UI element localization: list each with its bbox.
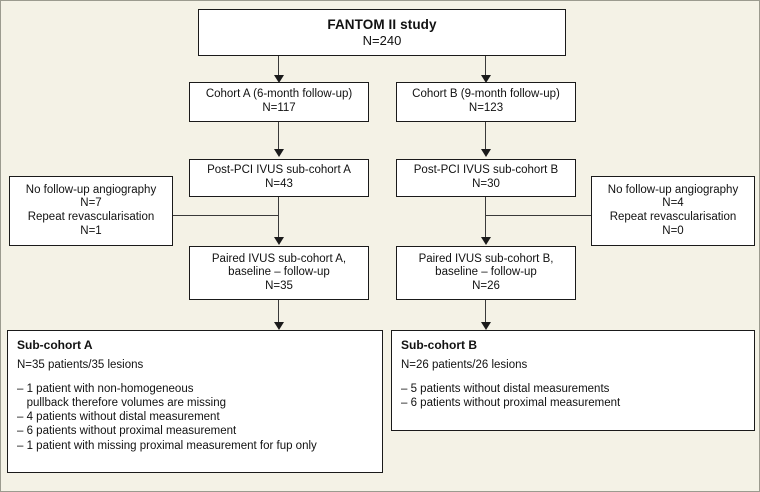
exclusions-a-line1: No follow-up angiography: [25, 183, 157, 196]
postpci-b-count: N=30: [472, 178, 500, 190]
root-count: N=240: [362, 32, 402, 48]
node-cohort-a: Cohort A (6-month follow-up) N=117: [189, 82, 369, 122]
node-summary-sub-cohort-b: Sub-cohort B N=26 patients/26 lesions – …: [391, 330, 755, 431]
connector-paired-a-to-summary-a: [278, 300, 279, 324]
summary-a-bullet: – 1 patient with non-homogeneous: [17, 382, 194, 395]
connector-exclusions-a-to-trunk: [173, 215, 279, 216]
summary-a-bullet: – 4 patients without distal measurement: [17, 411, 220, 424]
connector-postpci-b-to-paired-b: [485, 197, 486, 239]
summary-a-counts: N=35 patients/35 lesions: [17, 359, 144, 372]
node-paired-ivus-sub-cohort-a: Paired IVUS sub-cohort A, baseline – fol…: [189, 246, 369, 300]
root-title: FANTOM II study: [327, 16, 437, 32]
connector-cohort-a-to-postpci-a: [278, 122, 279, 150]
paired-b-line1: Paired IVUS sub-cohort B,: [418, 252, 554, 265]
arrow-postpci-b-to-paired-b: [481, 237, 491, 245]
connector-cohort-b-to-postpci-b: [485, 122, 486, 150]
arrow-root-to-cohort-a: [274, 75, 284, 83]
paired-a-line1: Paired IVUS sub-cohort A,: [211, 252, 347, 265]
connector-root-to-cohort-a: [278, 56, 279, 77]
exclusions-a-line3: Repeat revascularisation: [27, 211, 155, 223]
exclusions-a-line4: N=1: [80, 224, 102, 237]
summary-a-bullet: – 1 patient with missing proximal measur…: [17, 439, 317, 452]
summary-a-heading: Sub-cohort A: [17, 338, 93, 352]
paired-b-line2: baseline – follow-up: [435, 266, 537, 279]
summary-b-counts: N=26 patients/26 lesions: [401, 359, 528, 372]
arrow-root-to-cohort-b: [481, 75, 491, 83]
postpci-a-title: Post-PCI IVUS sub-cohort A: [207, 164, 351, 177]
summary-b-heading: Sub-cohort B: [401, 338, 477, 352]
exclusions-b-line3: Repeat revascularisation: [609, 211, 737, 223]
node-exclusions-cohort-b: No follow-up angiography N=4 Repeat reva…: [591, 176, 755, 246]
summary-b-bullet: – 6 patients without proximal measuremen…: [401, 396, 621, 409]
arrow-cohort-a-to-postpci-a: [274, 149, 284, 157]
exclusions-b-line4: N=0: [662, 224, 684, 237]
arrow-cohort-b-to-postpci-b: [481, 149, 491, 157]
cohort-a-count: N=117: [262, 102, 296, 114]
summary-a-bullets: – 1 patient with non-homogeneous pullbac…: [17, 382, 374, 453]
connector-exclusions-b-to-trunk: [485, 215, 591, 216]
paired-a-count: N=35: [265, 279, 293, 292]
arrow-paired-a-to-summary-a: [274, 322, 284, 330]
summary-b-bullet: – 5 patients without distal measurements: [401, 382, 610, 395]
exclusions-b-line1: No follow-up angiography: [607, 183, 739, 196]
cohort-b-title: Cohort B (9-month follow-up): [412, 88, 560, 101]
exclusions-b-line2: N=4: [662, 197, 684, 210]
node-summary-sub-cohort-a: Sub-cohort A N=35 patients/35 lesions – …: [7, 330, 383, 473]
node-fantom-ii-study: FANTOM II study N=240: [198, 9, 566, 56]
node-cohort-b: Cohort B (9-month follow-up) N=123: [396, 82, 576, 122]
node-paired-ivus-sub-cohort-b: Paired IVUS sub-cohort B, baseline – fol…: [396, 246, 576, 300]
node-postpci-ivus-sub-cohort-b: Post-PCI IVUS sub-cohort B N=30: [396, 159, 576, 197]
arrow-paired-b-to-summary-b: [481, 322, 491, 330]
paired-b-count: N=26: [472, 279, 500, 292]
cohort-a-title: Cohort A (6-month follow-up): [205, 88, 353, 101]
arrow-postpci-a-to-paired-a: [274, 237, 284, 245]
node-postpci-ivus-sub-cohort-a: Post-PCI IVUS sub-cohort A N=43: [189, 159, 369, 197]
postpci-b-title: Post-PCI IVUS sub-cohort B: [413, 164, 559, 177]
exclusions-a-line2: N=7: [80, 197, 102, 210]
connector-postpci-a-to-paired-a: [278, 197, 279, 239]
summary-b-bullets: – 5 patients without distal measurements…: [401, 382, 746, 411]
connector-root-to-cohort-b: [485, 56, 486, 77]
summary-a-bullet: – 6 patients without proximal measuremen…: [17, 425, 237, 438]
node-exclusions-cohort-a: No follow-up angiography N=7 Repeat reva…: [9, 176, 173, 246]
connector-paired-b-to-summary-b: [485, 300, 486, 324]
paired-a-line2: baseline – follow-up: [228, 266, 330, 279]
summary-a-bullet: pullback therefore volumes are missing: [17, 396, 227, 409]
postpci-a-count: N=43: [265, 178, 293, 190]
cohort-b-count: N=123: [468, 102, 504, 114]
